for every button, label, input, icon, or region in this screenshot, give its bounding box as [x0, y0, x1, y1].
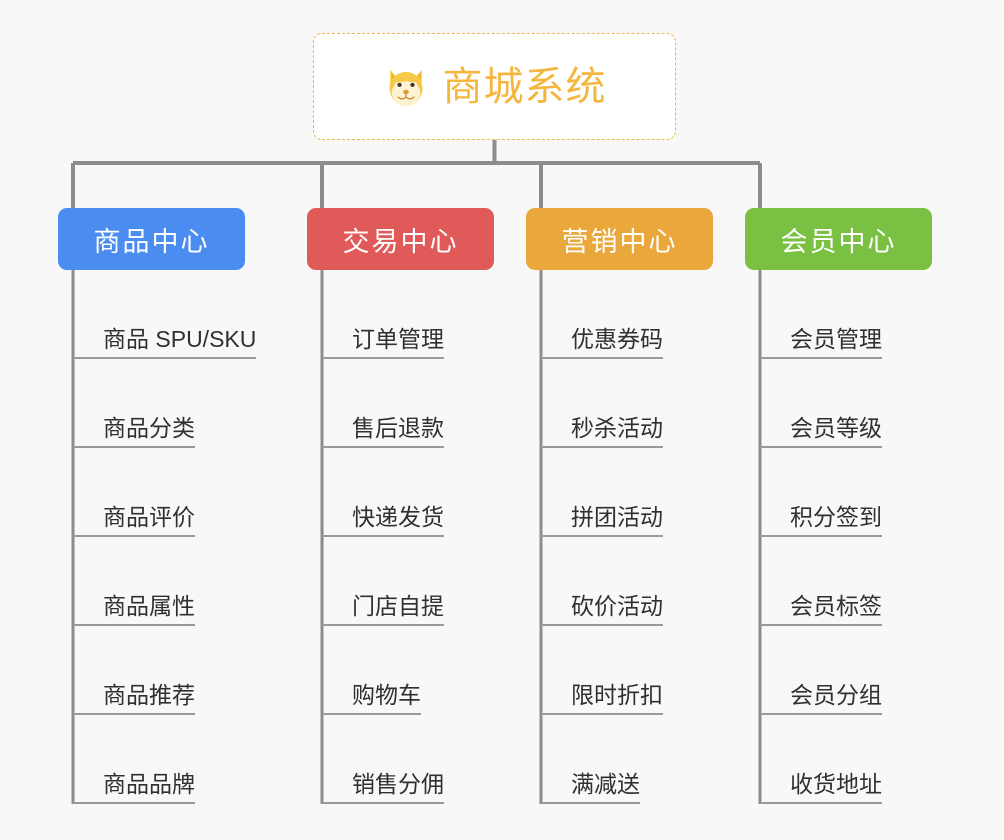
leaf-item[interactable]: 快递发货	[322, 448, 444, 537]
root-node-mall-system[interactable]: 商城系统	[313, 33, 676, 140]
leaf-item[interactable]: 会员标签	[760, 537, 882, 626]
leaf-item[interactable]: 优惠券码	[541, 270, 663, 359]
leaf-item[interactable]: 秒杀活动	[541, 359, 663, 448]
leaf-item-label: 优惠券码	[571, 325, 663, 352]
leaf-item-label: 快递发货	[352, 503, 444, 530]
leaf-item-label: 商品品牌	[103, 770, 195, 797]
leaf-item[interactable]: 满减送	[541, 715, 640, 804]
category-label: 营销中心	[561, 226, 678, 257]
leaf-item[interactable]: 商品分类	[73, 359, 195, 448]
leaf-item[interactable]: 商品 SPU/SKU	[73, 270, 257, 359]
category-box-2[interactable]: 交易中心	[307, 208, 494, 270]
category-box-3[interactable]: 营销中心	[526, 208, 713, 270]
leaf-item-label: 商品评价	[103, 503, 195, 530]
leaf-item-label: 门店自提	[352, 592, 444, 619]
leaf-item-label: 商品推荐	[103, 681, 195, 708]
leaf-item-label: 会员等级	[790, 414, 882, 441]
leaf-item[interactable]: 砍价活动	[541, 537, 663, 626]
root-node-title: 商城系统	[442, 64, 607, 109]
leaf-item-label: 订单管理	[352, 325, 444, 352]
leaf-item[interactable]: 售后退款	[322, 359, 444, 448]
leaf-item[interactable]: 商品评价	[73, 448, 195, 537]
category-box-4[interactable]: 会员中心	[745, 208, 932, 270]
leaf-item[interactable]: 商品属性	[73, 537, 195, 626]
shiba-dog-face-icon	[388, 69, 423, 106]
leaf-item-label: 秒杀活动	[571, 414, 663, 441]
leaf-item[interactable]: 门店自提	[322, 537, 444, 626]
leaf-item-label: 商品 SPU/SKU	[103, 325, 257, 352]
leaf-item-label: 限时折扣	[571, 681, 663, 708]
leaf-item-label: 积分签到	[790, 503, 882, 530]
leaf-item[interactable]: 商品品牌	[73, 715, 195, 804]
leaf-item[interactable]: 拼团活动	[541, 448, 663, 537]
leaf-item-label: 会员标签	[790, 592, 882, 619]
leaf-item-label: 满减送	[571, 770, 640, 797]
leaf-item-label: 拼团活动	[571, 503, 663, 530]
category-label: 商品中心	[93, 226, 210, 257]
leaf-item-label: 砍价活动	[571, 592, 663, 619]
leaf-item-label: 销售分佣	[352, 770, 444, 797]
category-label: 会员中心	[780, 226, 897, 257]
leaf-item-label: 商品属性	[103, 592, 195, 619]
leaf-item[interactable]: 购物车	[322, 626, 421, 715]
leaf-item-label: 购物车	[352, 681, 421, 708]
leaf-item[interactable]: 会员等级	[760, 359, 882, 448]
leaf-item-label: 收货地址	[790, 770, 882, 797]
category-label: 交易中心	[342, 226, 459, 257]
leaf-item[interactable]: 收货地址	[760, 715, 882, 804]
leaf-item[interactable]: 订单管理	[322, 270, 444, 359]
leaf-item-label: 会员管理	[790, 325, 882, 352]
leaf-item[interactable]: 限时折扣	[541, 626, 663, 715]
leaf-item-label: 会员分组	[790, 681, 882, 708]
leaf-item[interactable]: 销售分佣	[322, 715, 444, 804]
leaf-item-label: 商品分类	[103, 414, 195, 441]
leaf-item[interactable]: 商品推荐	[73, 626, 195, 715]
leaf-item[interactable]: 会员管理	[760, 270, 882, 359]
leaf-item-label: 售后退款	[352, 414, 444, 441]
leaf-item[interactable]: 积分签到	[760, 448, 882, 537]
category-box-1[interactable]: 商品中心	[58, 208, 245, 270]
leaf-item[interactable]: 会员分组	[760, 626, 882, 715]
